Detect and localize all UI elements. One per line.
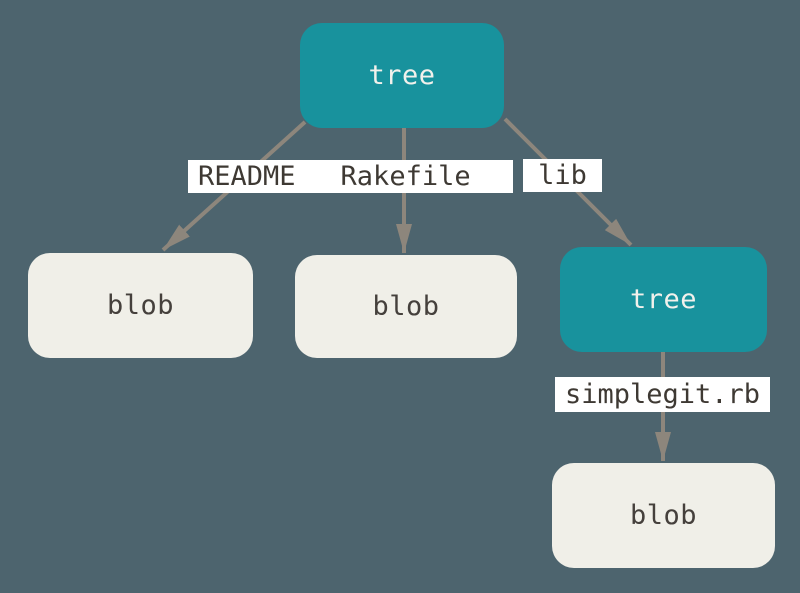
node-rakefile-blob: blob bbox=[295, 255, 517, 358]
node-root-tree: tree bbox=[300, 23, 504, 128]
edge-label-rakefile: Rakefile bbox=[340, 161, 471, 192]
node-lib-tree-label: tree bbox=[629, 284, 698, 315]
edge-label-lib-text: lib bbox=[538, 160, 587, 191]
edge-label-lib: lib bbox=[523, 159, 602, 192]
node-simplegit-blob: blob bbox=[552, 463, 775, 568]
node-simplegit-blob-label: blob bbox=[629, 500, 698, 531]
edge-label-readme: README bbox=[198, 161, 296, 192]
node-lib-tree: tree bbox=[560, 247, 767, 352]
edge-label-simplegit: simplegit.rb bbox=[555, 377, 770, 412]
node-rakefile-blob-label: blob bbox=[372, 291, 440, 322]
edge-label-simplegit-text: simplegit.rb bbox=[564, 379, 761, 410]
node-root-tree-label: tree bbox=[368, 60, 436, 91]
node-readme-blob-label: blob bbox=[106, 290, 175, 321]
edge-label-strip-readme-rakefile: README Rakefile bbox=[188, 160, 513, 193]
node-readme-blob: blob bbox=[28, 253, 253, 358]
